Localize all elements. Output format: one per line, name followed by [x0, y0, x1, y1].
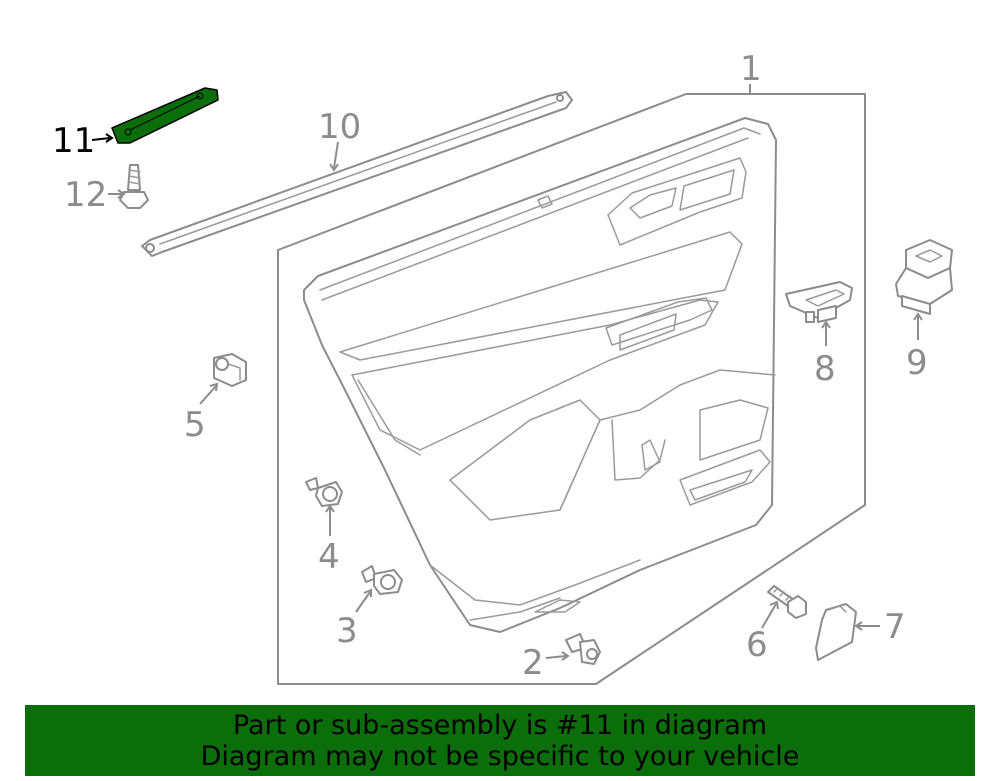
- callout-9: 9: [906, 343, 928, 383]
- handle-bezel-8: [785, 281, 853, 323]
- switch-9: [895, 239, 953, 315]
- callout-1: 1: [740, 49, 762, 89]
- retainer-4: [305, 477, 343, 507]
- banner-line-1: Part or sub-assembly is #11 in diagram: [232, 710, 768, 741]
- retainer-3: [361, 565, 403, 595]
- screw-6: [767, 585, 807, 619]
- info-banner: Part or sub-assembly is #11 in diagram D…: [25, 705, 975, 776]
- clip-5: [213, 353, 247, 387]
- door-panel-frame: [277, 93, 866, 685]
- callout-8: 8: [814, 349, 836, 389]
- cover-7: [815, 603, 857, 661]
- callout-6: 6: [746, 625, 768, 665]
- callout-7: 7: [884, 607, 906, 647]
- callout-3: 3: [336, 611, 358, 651]
- callout-5: 5: [184, 405, 206, 445]
- callout-4: 4: [318, 537, 340, 577]
- callout-10: 10: [318, 107, 361, 147]
- banner-line-2: Diagram may not be specific to your vehi…: [200, 741, 800, 772]
- belt-weatherstrip: [141, 91, 573, 257]
- door-trim-panel: [303, 117, 777, 633]
- callout-11: 11: [52, 121, 95, 161]
- callout-2: 2: [522, 643, 544, 683]
- callout-12: 12: [64, 175, 107, 215]
- screw-12: [119, 164, 149, 209]
- clip-2: [565, 633, 601, 665]
- leader-lines: [91, 84, 923, 661]
- switch-bezel-highlighted: [111, 87, 219, 144]
- parts-diagram: 1 10 11 12 5 4 3 2 6 7 8 9: [52, 49, 953, 685]
